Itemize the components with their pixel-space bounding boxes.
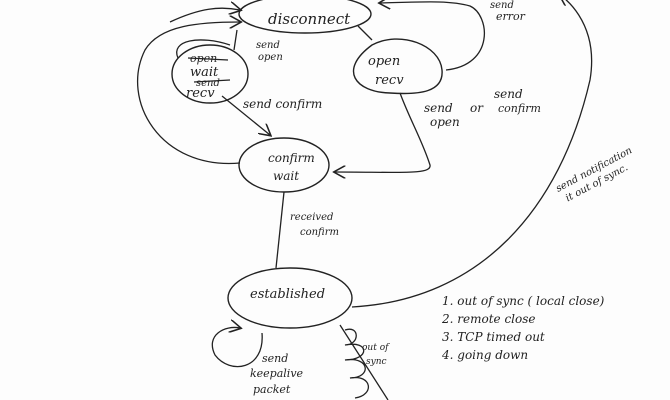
label-b-send: send: [494, 87, 523, 101]
edge-left-to-disconnect-1: [169, 8, 240, 23]
edge-out-of-sync: [339, 324, 389, 400]
node-open-recv-label-1: open: [368, 54, 400, 69]
node-confirm-wait: [238, 137, 330, 193]
label-send-confirm: send confirm: [243, 97, 322, 111]
label-keepalive-2: keepalive: [250, 367, 304, 380]
node-established-label: established: [250, 287, 325, 302]
label-out-of-sync-2: sync: [366, 357, 387, 367]
node-open-wait-label-2: wait: [190, 65, 219, 80]
label-a-send: send: [424, 101, 453, 115]
label-out-of-sync-1: out of: [362, 343, 390, 353]
label-b-confirm: confirm: [498, 102, 541, 115]
node-disconnect-label: disconnect: [268, 10, 351, 28]
reason-1: 1. out of sync ( local close): [442, 294, 605, 308]
label-keepalive-3: packet: [253, 383, 291, 396]
node-open-recv: [352, 38, 443, 95]
node-open-wait-label-4: recv: [186, 86, 215, 101]
edge-open-recv-confirm: [335, 92, 431, 172]
label-keepalive-1: send: [262, 352, 288, 365]
node-confirm-wait-label-2: wait: [273, 169, 299, 183]
label-a-open: open: [430, 115, 460, 129]
label-send-open-2: open: [258, 52, 283, 63]
edge-established-disconnect: [351, 0, 593, 308]
edge-send-error-loop: [380, 2, 486, 71]
edge-disconnect-open-wait: [233, 29, 238, 51]
label-send-error-1: send: [490, 0, 514, 11]
reason-3: 3. TCP timed out: [442, 330, 545, 344]
edge-disconnect-open-recv: [357, 25, 373, 41]
reason-4: 4. going down: [441, 348, 528, 362]
strike-open: [187, 57, 229, 61]
node-open-recv-label-2: recv: [375, 73, 404, 88]
edge-confirm-established: [275, 191, 285, 269]
node-established: [227, 267, 353, 329]
label-send-error-2: error: [496, 10, 526, 23]
label-received-2: confirm: [300, 227, 339, 238]
node-open-wait-label-3: send: [196, 78, 220, 89]
reason-2: 2. remote close: [441, 312, 536, 326]
node-confirm-wait-label-1: confirm: [268, 151, 315, 165]
node-open-wait: [171, 44, 249, 104]
label-send-open-1: send: [256, 40, 280, 51]
edge-left-loop-to-disconnect: [136, 22, 240, 165]
label-received-1: received: [290, 212, 333, 223]
label-or: or: [470, 101, 484, 115]
strike-send: [193, 79, 231, 83]
edge-keepalive-loop: [211, 327, 263, 368]
edge-open-wait-loop: [176, 39, 231, 59]
edge-open-wait-confirm: [221, 95, 270, 135]
